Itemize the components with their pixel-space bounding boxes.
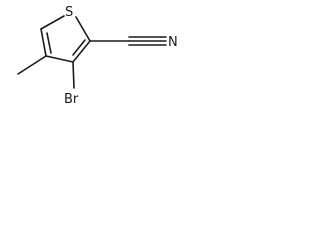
bond-s-c5 [40,15,65,30]
atom-bromine-label: Br [64,92,79,107]
bond-c5-c4-inner [46,32,52,54]
bond-c3-c2-inner [72,39,86,56]
bond-c3-br [72,61,75,89]
molecule-structure: S N Br [17,5,178,107]
bond-c4-methyl [17,55,47,75]
structure-canvas: S N Br [0,0,186,120]
atom-sulfur-label: S [65,5,73,20]
bond-c4-c3 [45,55,74,63]
bond-c2-s [75,16,91,42]
atom-nitrogen-label: N [168,35,178,50]
bond-c3-c2 [72,40,91,63]
bond-c5-c4 [40,28,47,57]
